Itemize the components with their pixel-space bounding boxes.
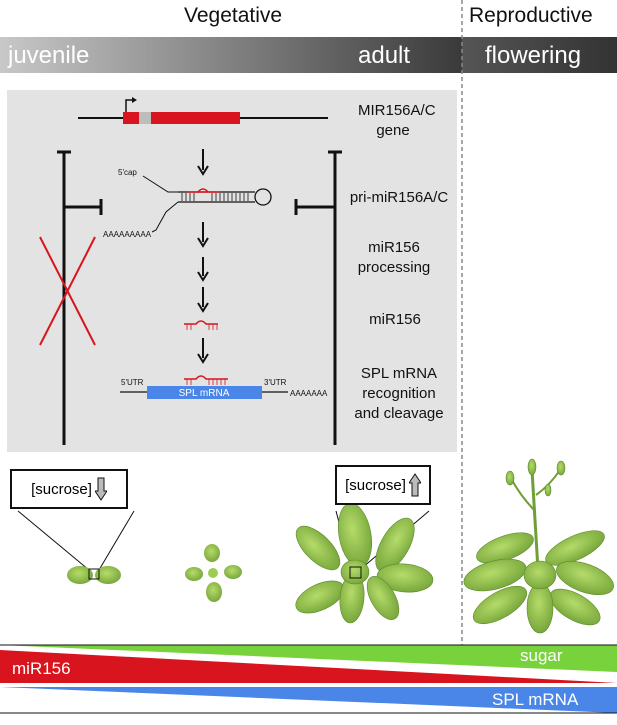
vegetative-title: Vegetative [184, 4, 283, 27]
utr3-label: 3'UTR [264, 378, 287, 387]
mir156-wedge [0, 650, 617, 683]
five-cap-label: 5'cap [118, 168, 137, 177]
spl-label-line2: recognition [362, 385, 436, 402]
polyA-right-label: AAAAAAA [290, 389, 328, 398]
spl-wedge [0, 687, 617, 713]
polyA-left-label: AAAAAAAAA [103, 230, 152, 239]
processing-label: miR156 processing [349, 238, 439, 278]
sugar-label: sugar [520, 646, 563, 665]
spl-box-label: SPL mRNA [179, 388, 230, 399]
mature-mir156 [184, 320, 218, 330]
seedling-juvenile [67, 566, 121, 584]
flowering-plant [463, 458, 614, 634]
seedling-four-leaf [185, 544, 242, 602]
tss-arrow [125, 99, 134, 112]
sucrose-high-label: [sucrose] [345, 476, 406, 494]
juvenile-label: juvenile [8, 42, 90, 69]
adult-label: adult [358, 42, 411, 69]
gene-label-line2: gene [376, 122, 410, 139]
gene-exon-2 [151, 112, 240, 124]
sugar-wedge [0, 645, 617, 672]
sucrose-high-box: [sucrose] [335, 465, 431, 505]
processing-line2: processing [357, 259, 431, 276]
rosette-adult [295, 503, 434, 624]
reproductive-band [462, 37, 617, 73]
pathway-arrows [197, 149, 209, 364]
spl-mrna-target [120, 375, 288, 399]
spl-mrna-label: SPL mRNA [492, 690, 579, 709]
spl-label-line3: and cleavage [354, 405, 444, 422]
utr5-label: 5'UTR [121, 378, 144, 387]
sucrose-low-label: [sucrose] [31, 480, 92, 498]
gene-label-line1: MIR156A/C [358, 102, 436, 119]
gene-label: MIR156A/C gene [358, 101, 436, 141]
mir156-label: miR156 [12, 659, 71, 678]
zoom-line-left-b [98, 510, 135, 571]
pri-label: pri-miR156A/C [349, 189, 449, 206]
gene-exon-1 [123, 112, 139, 124]
flowering-label: flowering [485, 42, 582, 69]
pri-mirna-hairpin [142, 175, 272, 233]
gene-intron [139, 112, 151, 124]
arrow-up-icon [408, 473, 421, 497]
arrow-down-icon [94, 477, 107, 501]
cross-line-2 [39, 236, 96, 346]
zoom-line-left-a [17, 510, 90, 571]
sucrose-low-box: [sucrose] [10, 469, 128, 509]
processing-line1: miR156 [368, 239, 420, 256]
spl-label: SPL mRNA recognition and cleavage [349, 364, 449, 424]
vegetative-band [0, 37, 462, 73]
spl-label-line1: SPL mRNA [360, 365, 438, 382]
reproductive-title: Reproductive [469, 4, 593, 27]
mature-label: miR156 [369, 311, 421, 328]
spl-mrna-box [147, 386, 262, 399]
